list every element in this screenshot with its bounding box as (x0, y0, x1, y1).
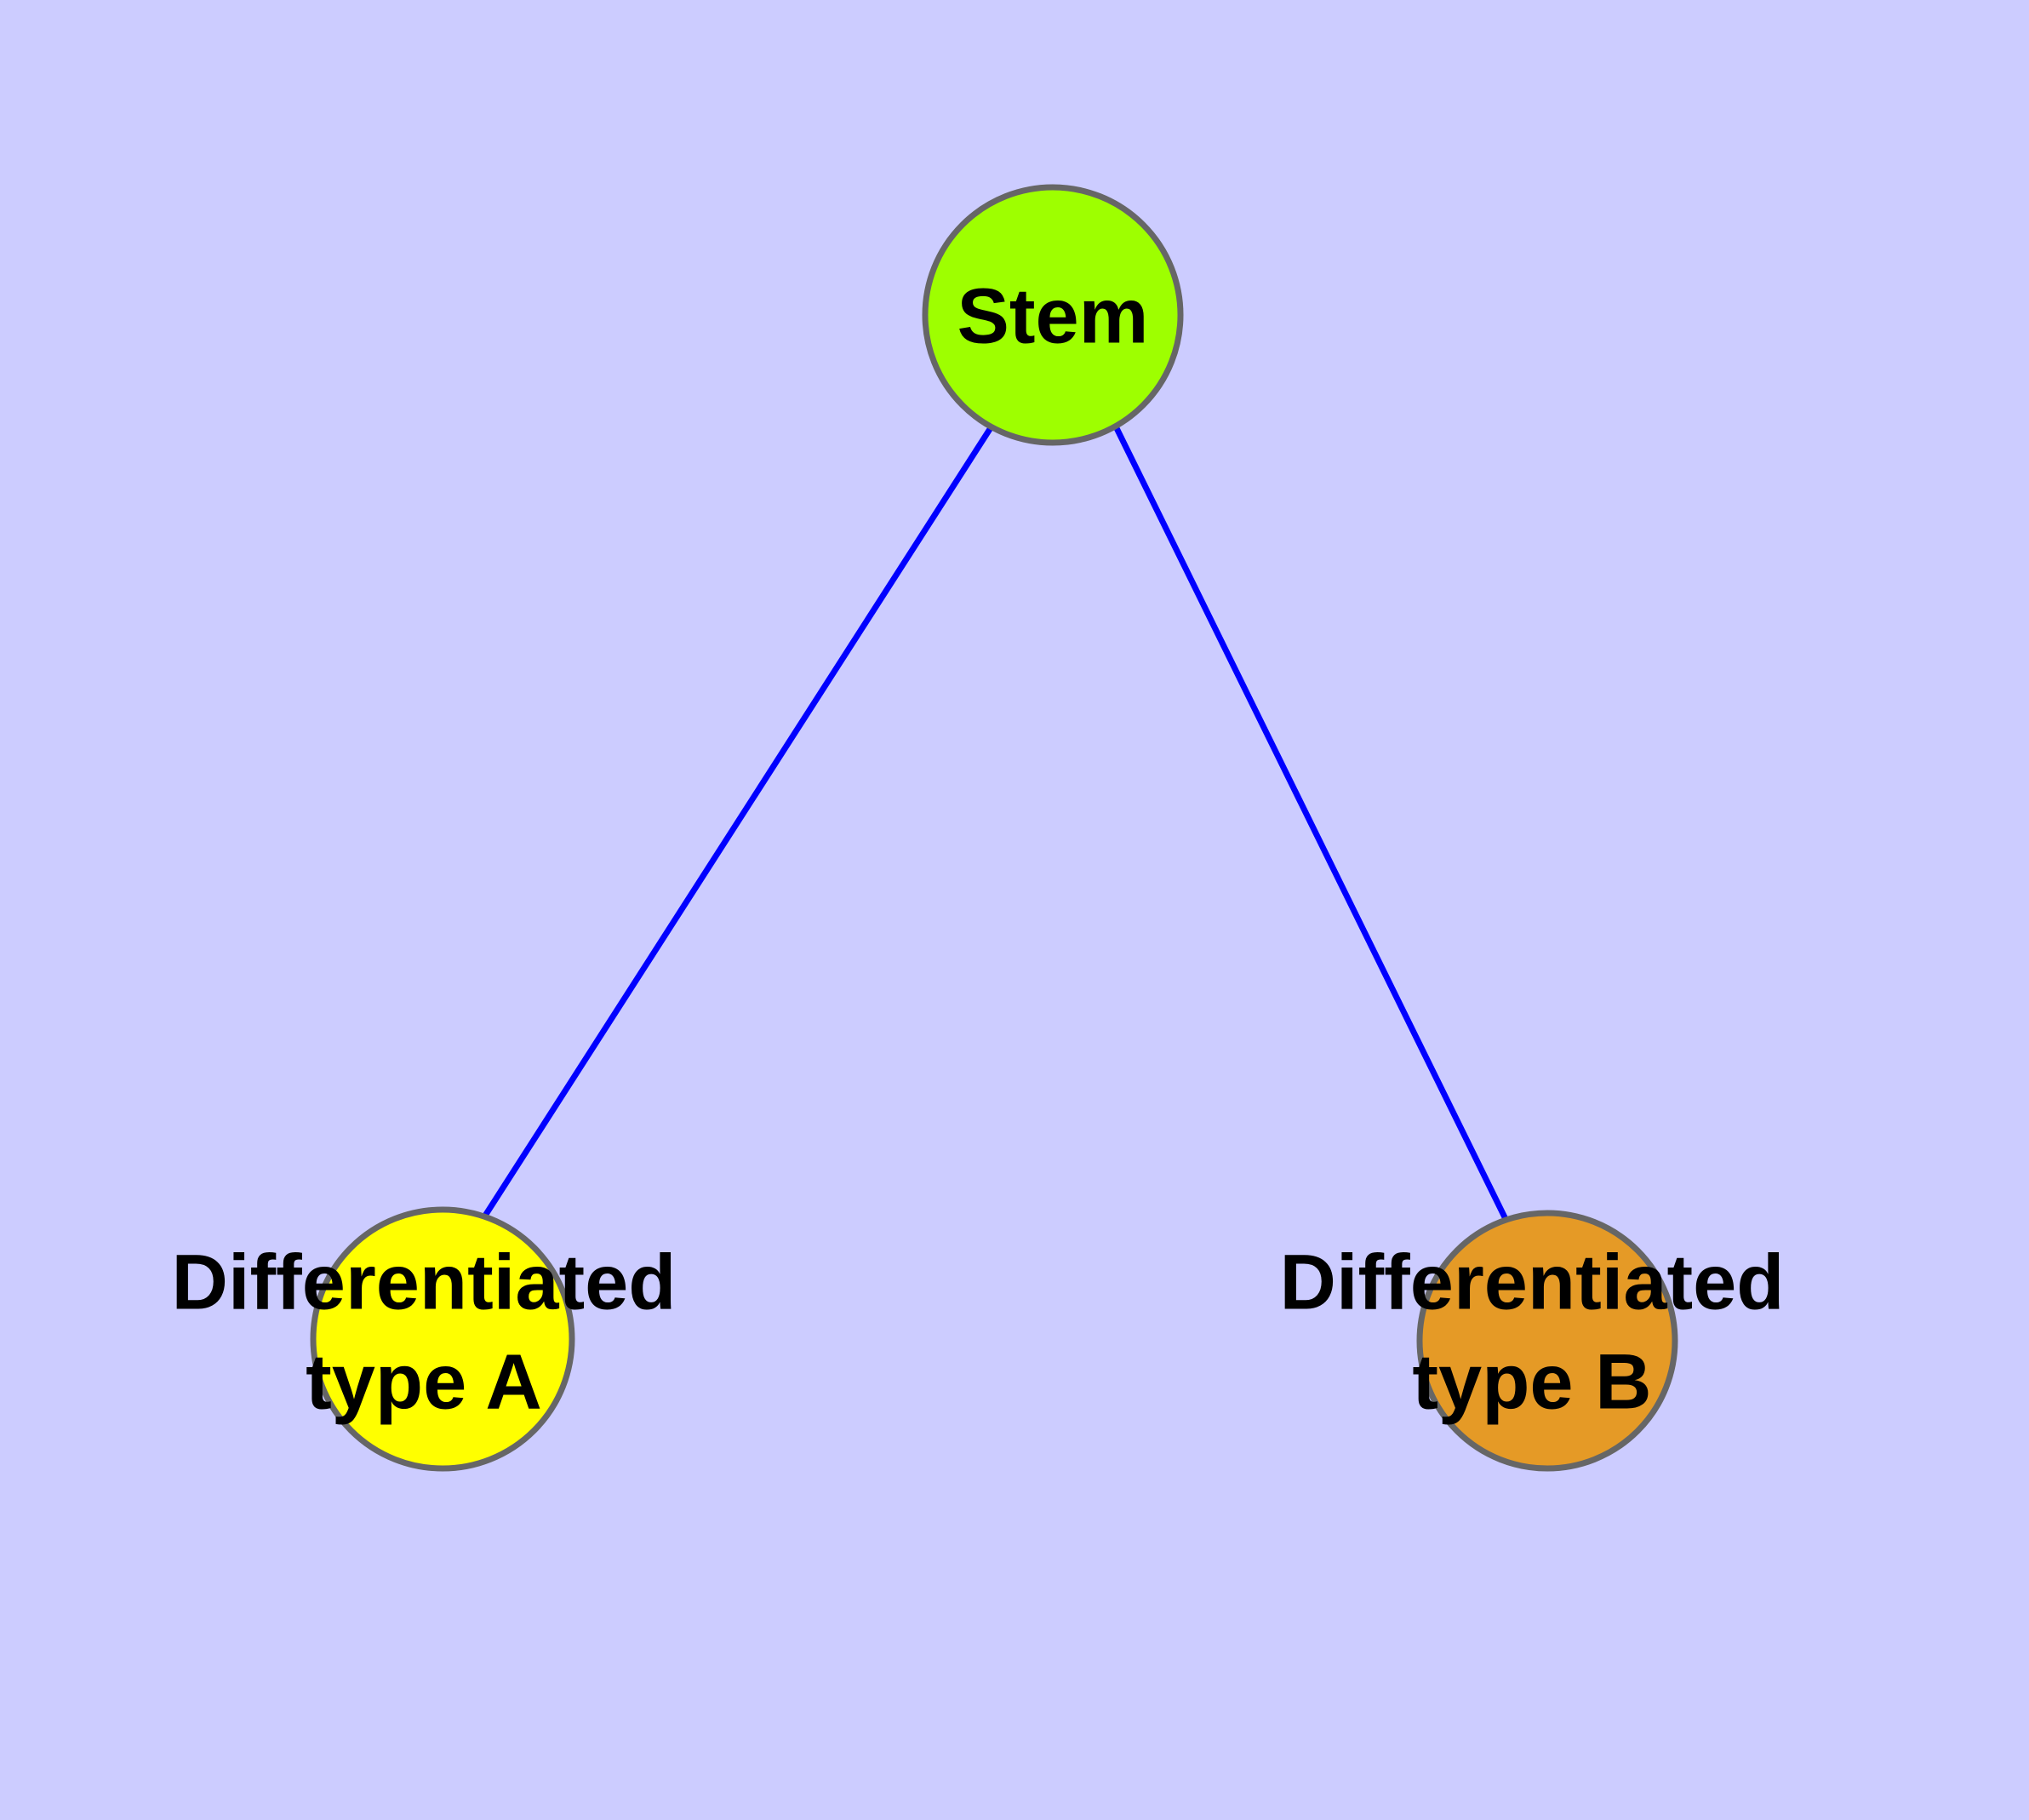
node-differentiated-type-b[interactable]: Differentiated type B (1280, 1210, 1785, 1472)
edge-stem-to-differentiated-type-a[interactable] (483, 425, 994, 1217)
node-differentiated-type-b-label-line1: Differentiated (1280, 1239, 1785, 1325)
node-differentiated-type-a-label-line1: Differentiated (172, 1239, 677, 1325)
edge-stem-to-differentiated-type-b[interactable] (1112, 425, 1509, 1221)
node-stem-circle[interactable] (922, 184, 1184, 446)
node-differentiated-type-b-circle[interactable] (1416, 1210, 1678, 1472)
node-stem-label: Stem (957, 272, 1149, 359)
node-differentiated-type-a-circle[interactable] (310, 1206, 575, 1472)
node-differentiated-type-a[interactable]: Differentiated type A (172, 1206, 677, 1472)
nodes-layer: Stem Differentiated type A Differentiate… (172, 184, 1785, 1472)
edges-layer (483, 425, 1509, 1221)
node-differentiated-type-a-label-line2: type A (306, 1338, 542, 1425)
node-stem[interactable]: Stem (922, 184, 1184, 446)
node-differentiated-type-b-label-line2: type B (1412, 1338, 1651, 1425)
